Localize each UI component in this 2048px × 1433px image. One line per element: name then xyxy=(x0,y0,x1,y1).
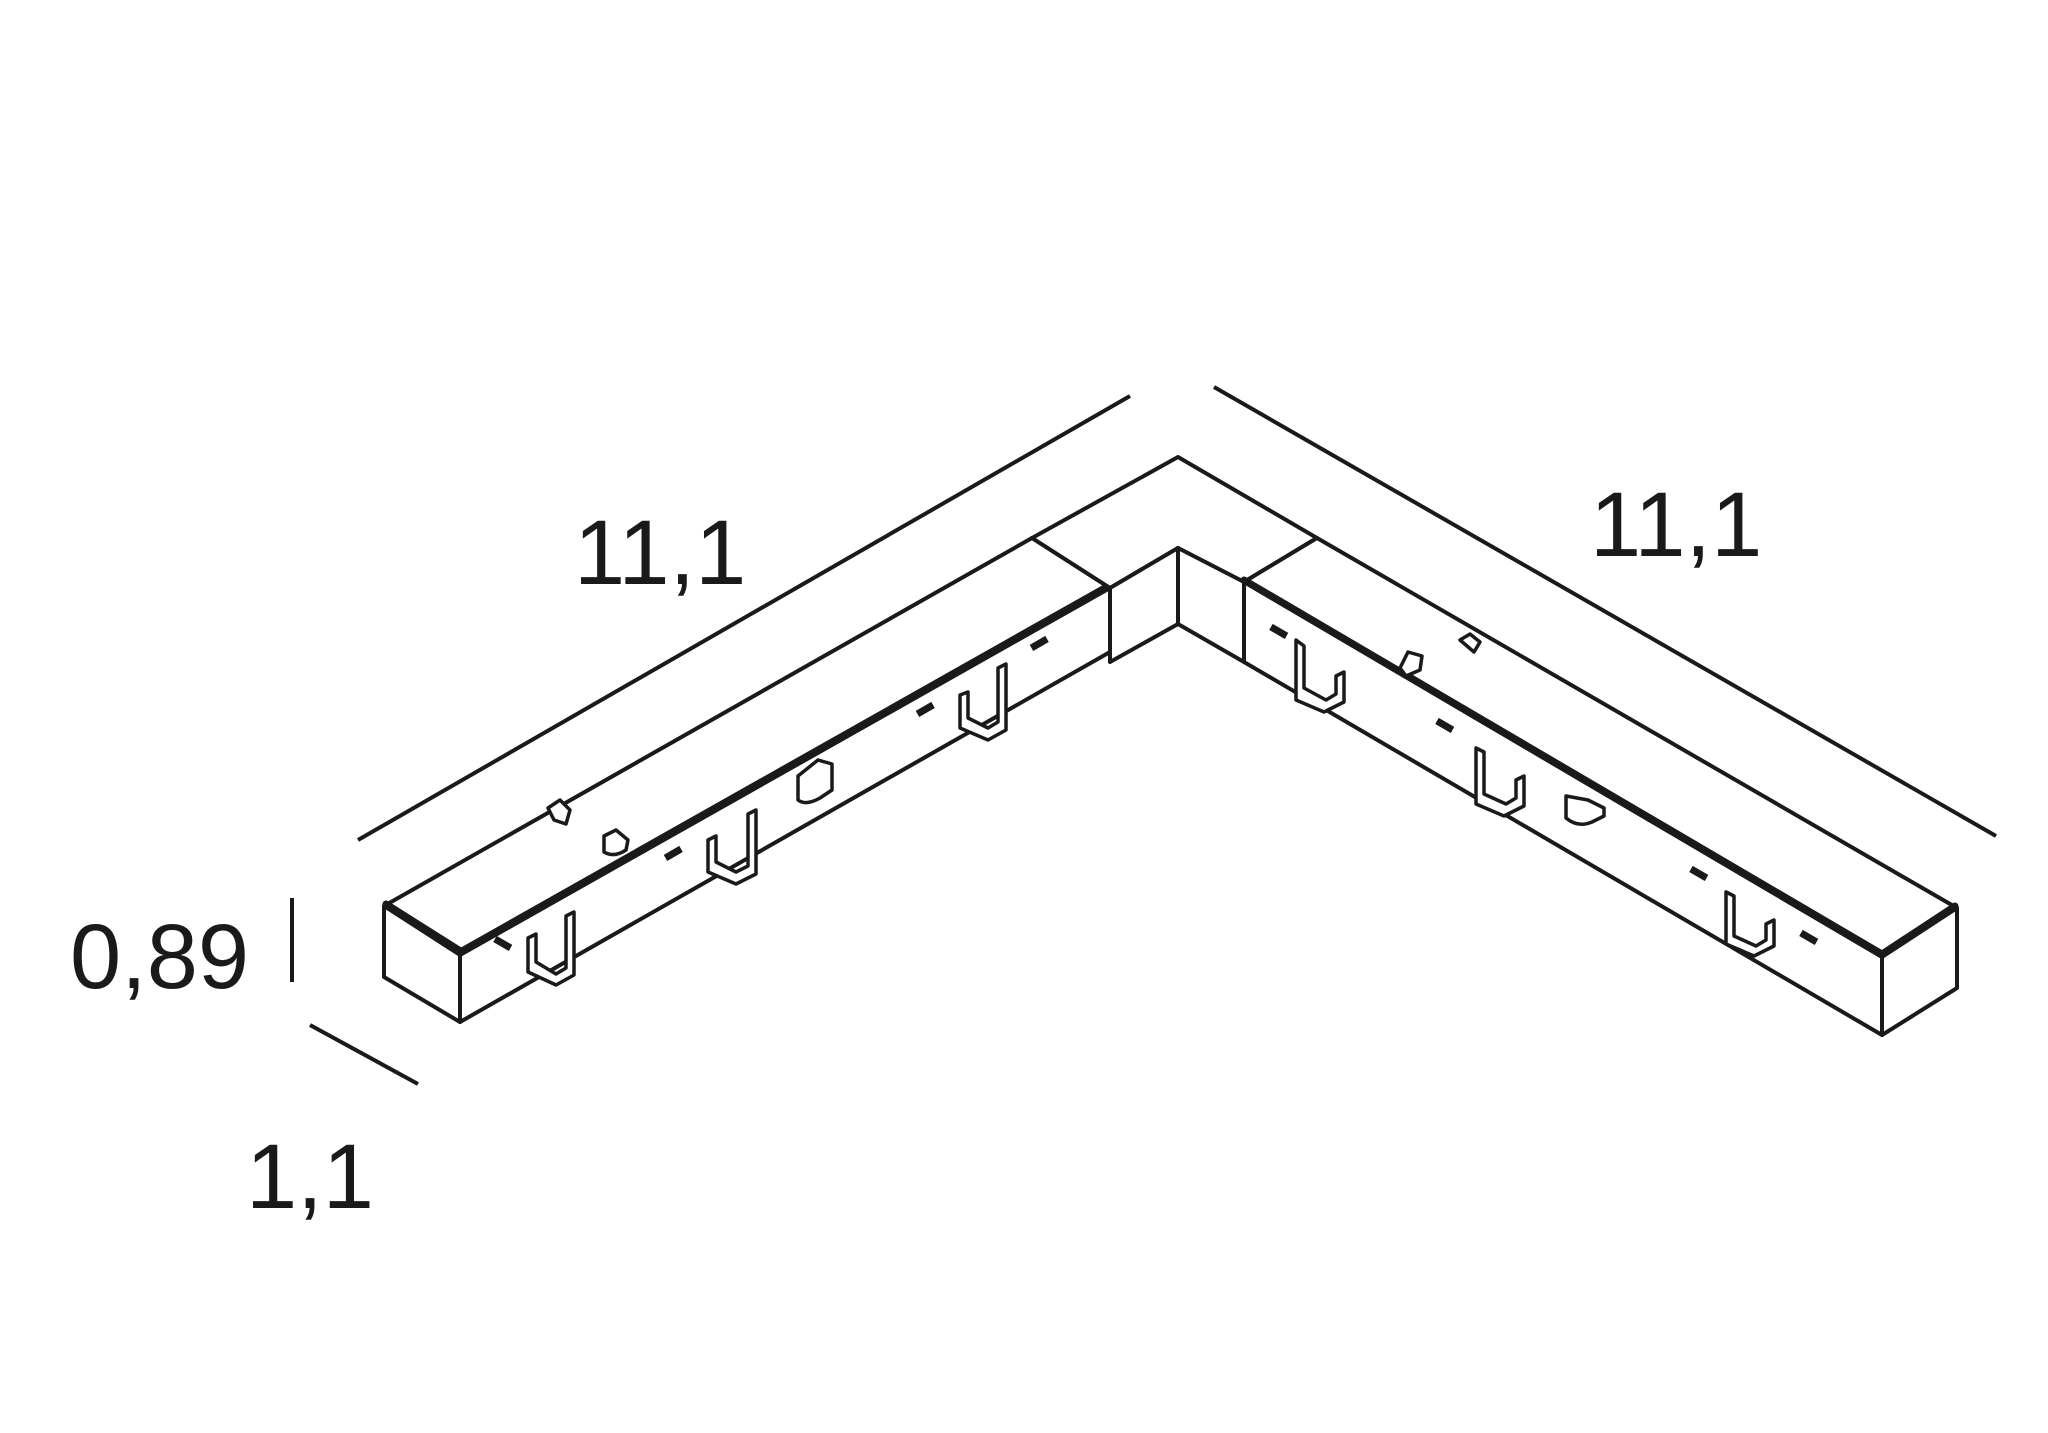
tab-icon xyxy=(546,798,572,826)
right-arm-back-edge xyxy=(1878,902,1959,958)
slot-marker xyxy=(915,701,935,717)
slot-marker xyxy=(1689,865,1709,881)
tab-icon xyxy=(1564,794,1606,826)
width-label: 1,1 xyxy=(246,1126,374,1228)
dimension-line-right-length xyxy=(1213,385,1997,838)
tab-icon xyxy=(602,828,630,857)
slot-marker xyxy=(1435,717,1455,733)
clip-icon xyxy=(1724,890,1776,958)
right-arm-top-face xyxy=(1242,536,1959,959)
left-arm-top-edge xyxy=(456,581,1114,956)
left-arm-back-edge xyxy=(382,900,466,956)
right-length-label: 11,1 xyxy=(1590,474,1762,576)
left-length-label: 11,1 xyxy=(574,502,746,604)
slot-marker xyxy=(663,845,683,861)
height-label: 0,89 xyxy=(70,906,249,1008)
left-arm xyxy=(382,536,1114,1024)
slot-marker xyxy=(1799,929,1819,945)
tab-icon xyxy=(796,758,834,805)
right-arm-features xyxy=(1269,623,1819,958)
clip-icon xyxy=(706,808,758,886)
left-arm-top-face xyxy=(382,536,1112,957)
tab-icon xyxy=(1398,650,1424,678)
dimension-line-width xyxy=(309,1023,419,1086)
slot-marker xyxy=(1269,623,1289,639)
left-arm-features xyxy=(493,635,1049,987)
slot-marker xyxy=(493,935,513,951)
right-arm xyxy=(1240,536,1959,1037)
clip-icon xyxy=(1294,638,1346,714)
clip-icon xyxy=(1474,746,1526,818)
tab-icon xyxy=(1458,632,1482,654)
dimension-line-left-length xyxy=(357,394,1131,842)
right-arm-top-edge xyxy=(1240,576,1886,958)
slot-marker xyxy=(1029,635,1049,651)
clip-icon xyxy=(526,910,576,987)
corner-block xyxy=(1030,455,1319,664)
clip-icon xyxy=(958,662,1008,742)
corner-seam-left xyxy=(1030,536,1112,590)
